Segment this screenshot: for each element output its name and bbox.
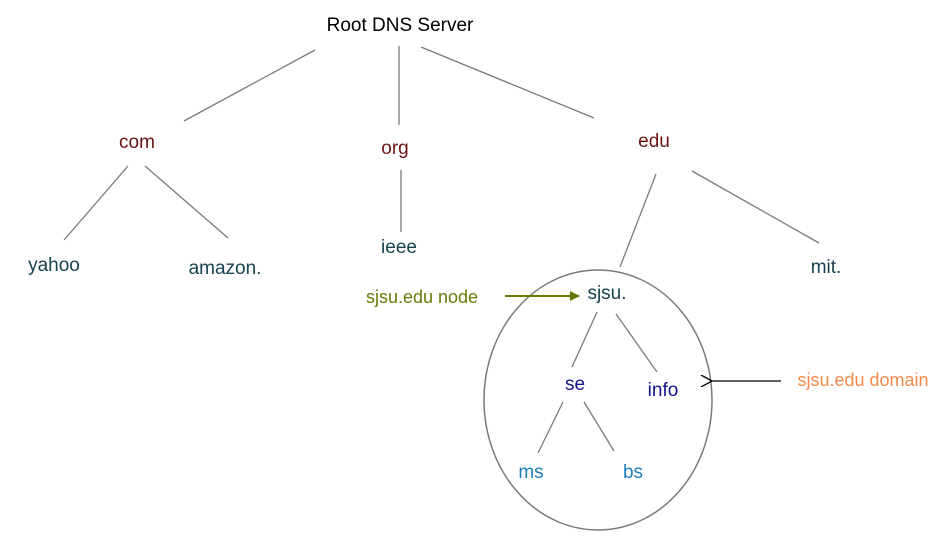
tld-org-label: org: [381, 138, 408, 159]
tld-com-label: com: [119, 132, 155, 153]
edge-com-yahoo: [63, 165, 129, 241]
edge-sjsu-se: [571, 311, 598, 368]
domain-sjsu-label: sjsu.: [587, 283, 626, 304]
root-dns-server-label: Root DNS Server: [327, 15, 474, 36]
edge-edu-mit: [691, 170, 820, 244]
edge-root-edu: [420, 46, 595, 119]
edge-sjsu-info: [615, 313, 658, 373]
edge-com-amazon: [144, 165, 229, 239]
domain-ieee-label: ieee: [381, 237, 417, 258]
tld-edu-label: edu: [638, 131, 670, 152]
subdomain-bs-label: bs: [623, 462, 643, 483]
tree-edges: [63, 46, 820, 454]
sjsu-node-callout-label: sjsu.edu node: [366, 287, 478, 307]
domain-mit-label: mit.: [811, 257, 842, 278]
edge-edu-sjsu: [619, 173, 657, 268]
edge-root-com: [183, 49, 316, 122]
subdomain-info-label: info: [648, 380, 679, 401]
edge-se-ms: [537, 401, 564, 454]
subdomain-se-label: se: [565, 374, 585, 395]
domain-yahoo-label: yahoo: [28, 255, 80, 276]
subdomain-ms-label: ms: [518, 462, 543, 483]
edge-se-bs: [583, 401, 615, 452]
sjsu-domain-callout-label: sjsu.edu domain: [797, 370, 928, 390]
sjsu-domain-boundary: [483, 269, 713, 531]
domain-amazon-label: amazon.: [189, 258, 262, 279]
